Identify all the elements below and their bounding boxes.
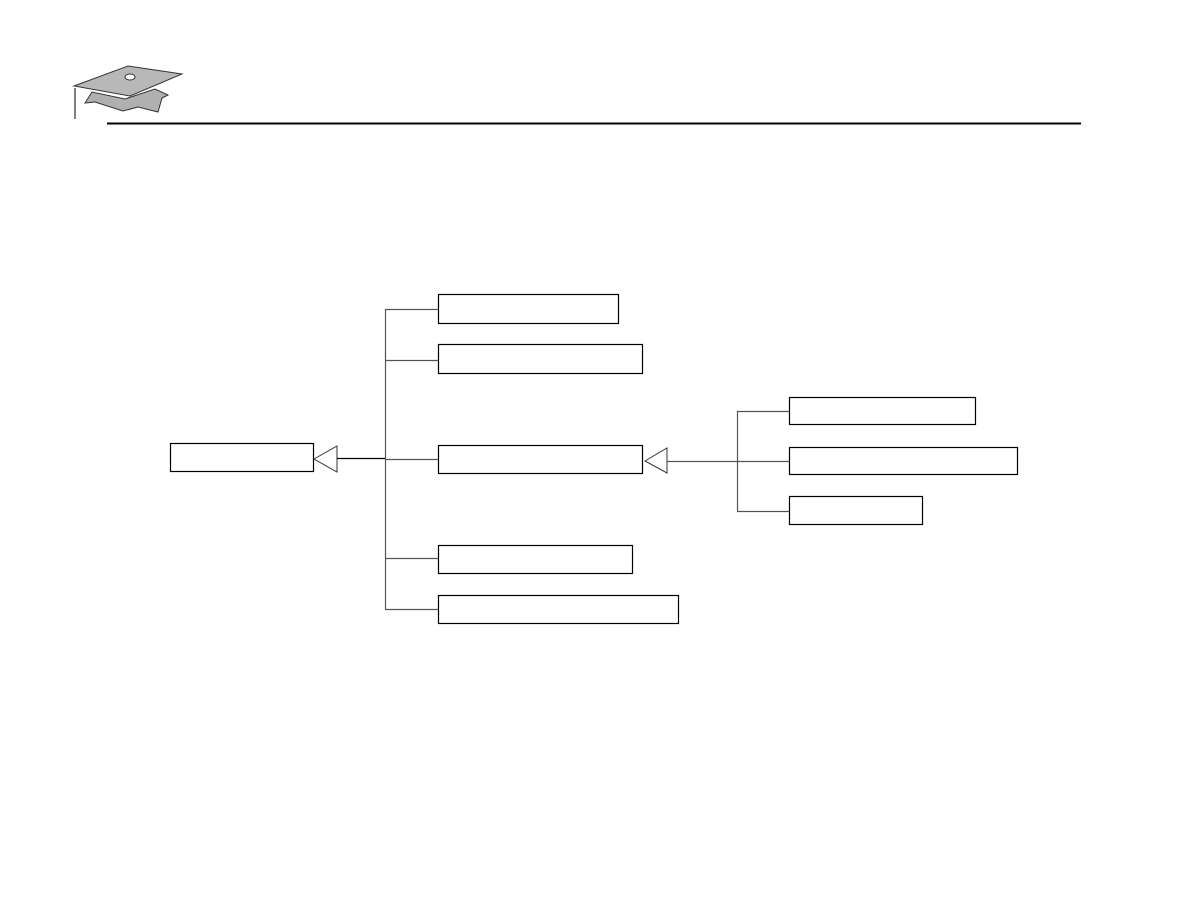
inheritance-arrow: [643, 447, 668, 474]
grandchild-class-box: [788, 495, 924, 526]
child-class-box: [437, 343, 644, 375]
grandchild-class-box: [788, 396, 977, 426]
child-class-box: [437, 444, 644, 475]
connector-tree: [667, 410, 789, 513]
grandchild-class-box: [788, 446, 1019, 476]
child-class-box: [437, 293, 620, 325]
graduation-cap-icon: [72, 65, 184, 119]
connector-tree: [337, 308, 438, 611]
root-class-box: [169, 442, 315, 473]
inheritance-arrow: [312, 445, 338, 473]
child-class-box: [437, 544, 634, 575]
child-class-box: [437, 594, 680, 625]
